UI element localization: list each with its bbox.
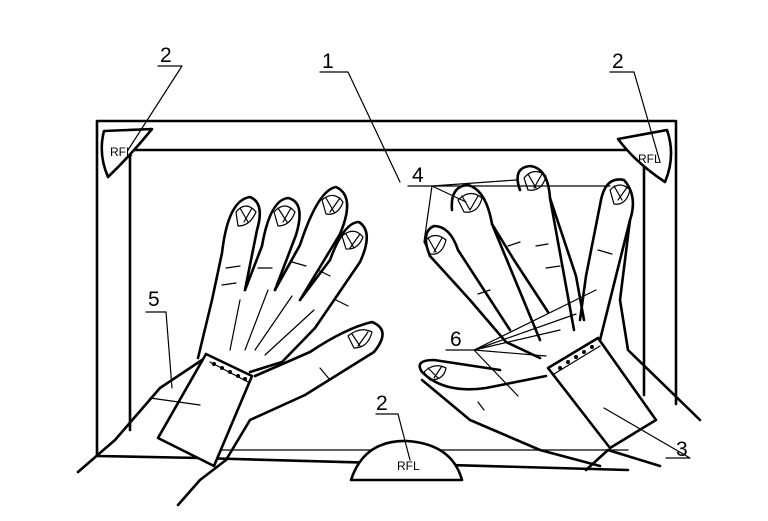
- reflector-bottom: RFL: [349, 439, 464, 482]
- reflector-top-right: RFL: [616, 128, 673, 184]
- label-nail-markers: 4: [412, 164, 424, 187]
- label-display: 1: [322, 50, 334, 73]
- label-reflector-top-left: 2: [160, 44, 172, 67]
- label-ring-device: 3: [676, 438, 688, 461]
- left-hand: [76, 185, 384, 507]
- reflector-label: RFL: [110, 145, 133, 159]
- reflector-label: RFL: [397, 459, 420, 473]
- reference-numerals: 1 2 2 2 3 4 5 6: [148, 44, 688, 461]
- leader-lines: [127, 65, 691, 461]
- right-hand: [418, 164, 702, 472]
- label-finger-links: 6: [450, 328, 462, 351]
- label-wrist-band: 5: [148, 288, 160, 311]
- reflector-top-left: RFL: [100, 127, 154, 179]
- label-reflector-top-right: 2: [612, 50, 624, 73]
- label-reflector-bottom: 2: [376, 392, 388, 415]
- reflector-label: RFL: [638, 152, 661, 166]
